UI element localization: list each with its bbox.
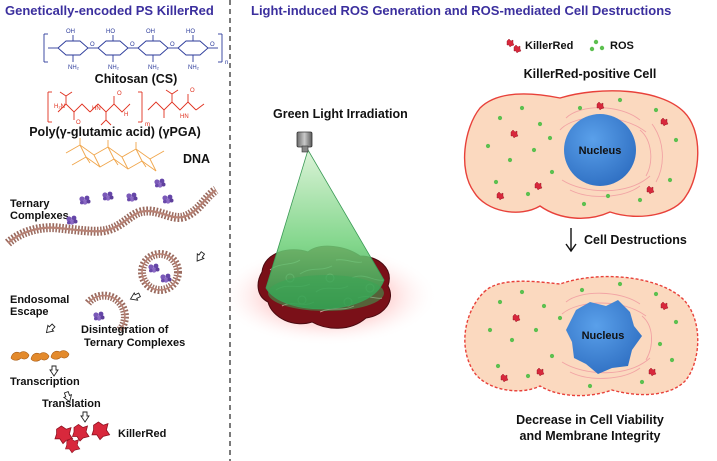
fragment (50, 350, 70, 360)
killerred-icon (72, 424, 90, 442)
left-panel: Genetically-encoded PS KillerRed OH HO O… (4, 3, 228, 454)
ros-dots (487, 281, 679, 389)
endosome-right (138, 250, 182, 294)
chem-o: O (190, 88, 195, 94)
chem-o: O (76, 120, 81, 126)
decrease-label-line1: Decrease in Cell Viability (516, 413, 664, 427)
light-spot (268, 275, 384, 311)
killerred-icon (91, 421, 111, 441)
chem-hn: HN (92, 106, 101, 112)
chem-n: n (225, 60, 228, 66)
pga-label: Poly(γ-glutamic acid) (γPGA) (29, 125, 201, 139)
disintegration-label-line2: Ternary Complexes (84, 337, 185, 349)
legend: KillerRed ROS (506, 38, 634, 54)
ternary-label-line1: Ternary (10, 198, 50, 210)
damaged-cell: Nucleus (464, 275, 699, 397)
ternary-complexes (66, 178, 174, 225)
ros-dot (589, 46, 595, 52)
chem-hn: HN (180, 114, 189, 120)
arrow-icon (45, 251, 206, 423)
legend-ros: ROS (610, 40, 634, 52)
ternary-label-line2: Complexes (10, 210, 69, 222)
chem-o: O (210, 42, 215, 48)
disintegration-label-line1: Disintegration of (81, 324, 169, 336)
complex (79, 195, 91, 205)
lamp-icon (296, 131, 313, 153)
chem-h2n: H₂N (54, 104, 65, 110)
chitosan-structure (43, 33, 223, 63)
decrease-label-line2: and Membrane Integrity (520, 429, 661, 443)
cell-membrane (4, 186, 219, 247)
killerred-icon (506, 38, 515, 48)
chem-ho: HO (106, 29, 115, 35)
fragment (10, 351, 30, 361)
chem-h: H (124, 112, 128, 118)
chem-o: O (117, 91, 122, 97)
pga-structure (47, 89, 205, 126)
cell-title: KillerRed-positive Cell (524, 67, 657, 81)
chem-oh: OH (146, 29, 155, 35)
left-panel-title: Genetically-encoded PS KillerRed (5, 3, 214, 18)
expressed-fragments (10, 350, 70, 362)
right-panel-title: Light-induced ROS Generation and ROS-med… (251, 3, 671, 18)
right-panel: Light-induced ROS Generation and ROS-med… (218, 3, 699, 443)
pga-atom-labels: H₂N O HN O H m HN O (54, 88, 195, 128)
chem-nh2: NH₂ (68, 65, 80, 71)
chem-ho: HO (186, 29, 195, 35)
complex (162, 194, 174, 204)
endosome-escape (84, 291, 129, 333)
nucleus (564, 114, 636, 186)
chem-nh2: NH₂ (188, 65, 200, 71)
destructions-label: Cell Destructions (584, 233, 687, 247)
light-label: Green Light Irradiation (273, 107, 408, 121)
endosomal-label-line2: Escape (10, 306, 49, 318)
legend-killerred: KillerRed (525, 40, 573, 52)
transcription-label: Transcription (10, 376, 80, 388)
nucleus-label: Nucleus (582, 330, 625, 342)
complex (102, 191, 114, 201)
dna-structure (65, 138, 165, 172)
dna-label: DNA (183, 152, 210, 166)
killerred-icon (65, 438, 81, 454)
killerred-proteins (54, 421, 111, 454)
chitosan-atom-labels: OH HO OH HO O O O O NH₂ NH₂ NH₂ NH₂ n (66, 29, 228, 71)
killerred-icon (513, 44, 522, 54)
ros-dot (593, 39, 599, 45)
fragment (30, 352, 50, 362)
nucleus (566, 300, 642, 374)
chem-o: O (90, 42, 95, 48)
complex (66, 215, 78, 225)
complex (154, 178, 166, 188)
ros-dots (485, 97, 679, 207)
chitosan-label: Chitosan (CS) (95, 72, 178, 86)
complex (160, 273, 172, 283)
chem-oh: OH (66, 29, 75, 35)
chem-nh2: NH₂ (108, 65, 120, 71)
complex (148, 263, 160, 273)
ros-dot (599, 45, 605, 51)
chem-o: O (170, 42, 175, 48)
killerred-label: KillerRed (118, 428, 166, 440)
endosomal-label-line1: Endosomal (10, 294, 69, 306)
complex (126, 192, 138, 202)
chem-m: m (145, 122, 150, 128)
chem-o: O (130, 42, 135, 48)
healthy-cell: Nucleus (463, 90, 699, 219)
translation-label: Translation (42, 398, 101, 410)
nucleus-label: Nucleus (579, 145, 622, 157)
complex (93, 311, 105, 321)
down-arrow-icon (565, 228, 577, 253)
chem-nh2: NH₂ (148, 65, 160, 71)
